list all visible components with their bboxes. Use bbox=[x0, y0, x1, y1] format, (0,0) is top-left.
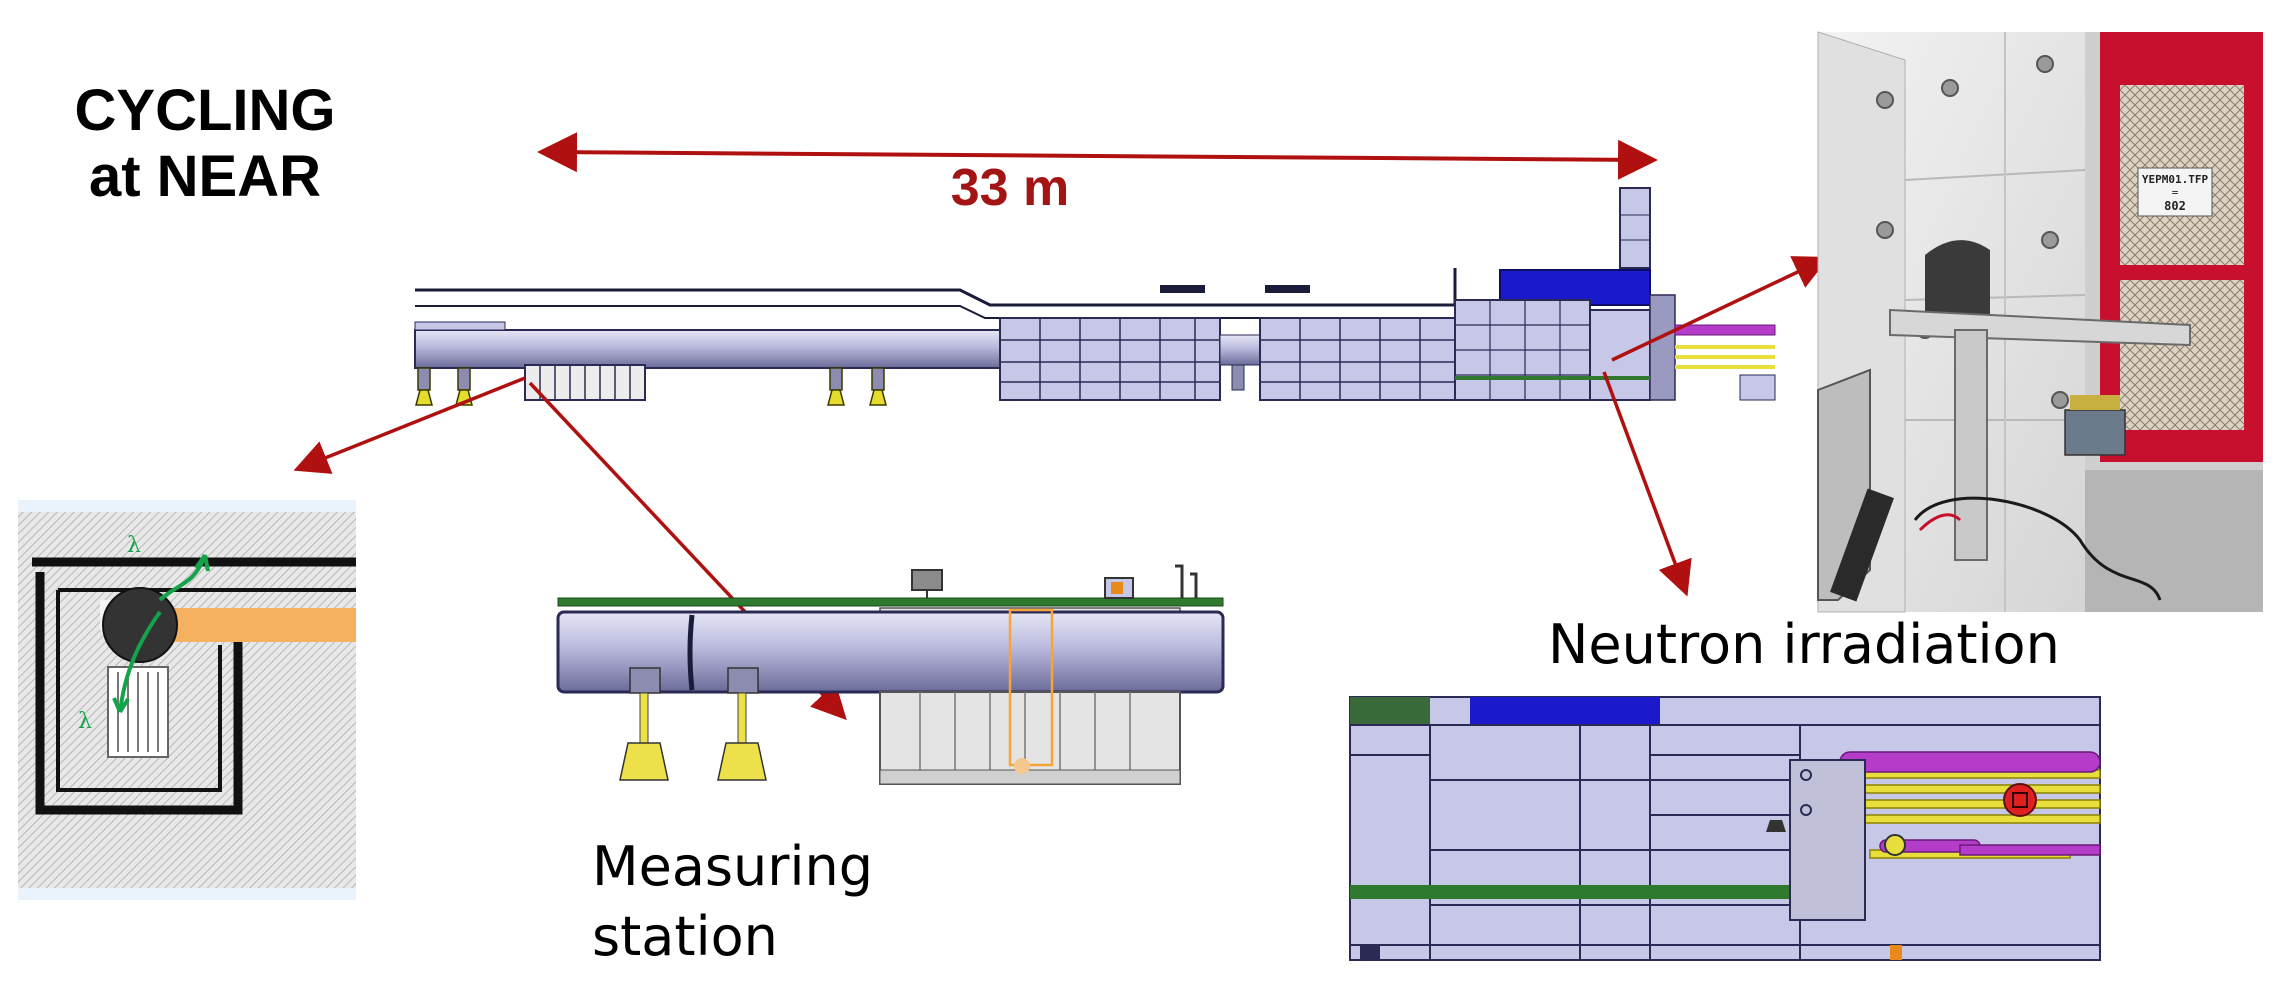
lambda-symbol-top: λ bbox=[127, 533, 141, 558]
lambda-symbol-bottom: λ bbox=[78, 709, 92, 734]
page-title: CYCLING at NEAR bbox=[74, 78, 336, 209]
sign-line-1: YEPM01.TFP bbox=[2142, 173, 2209, 186]
cross-section-inset: λ λ bbox=[18, 500, 356, 900]
caption-neutron-irradiation: Neutron irradiation bbox=[1548, 613, 2060, 676]
sign-line-3: 802 bbox=[2164, 199, 2186, 213]
sign-line-2: = bbox=[2172, 186, 2179, 199]
beamline-overview bbox=[414, 187, 1776, 406]
measuring-station-inset bbox=[556, 564, 1225, 785]
caption-measuring-station: Measuring station bbox=[592, 835, 873, 968]
dimension-arrow bbox=[537, 132, 1658, 180]
wavy-arrow-icon bbox=[112, 553, 210, 714]
neutron-irradiation-inset bbox=[1349, 696, 2101, 961]
irradiation-photo: YEPM01.TFP = 802 bbox=[1817, 31, 2263, 613]
